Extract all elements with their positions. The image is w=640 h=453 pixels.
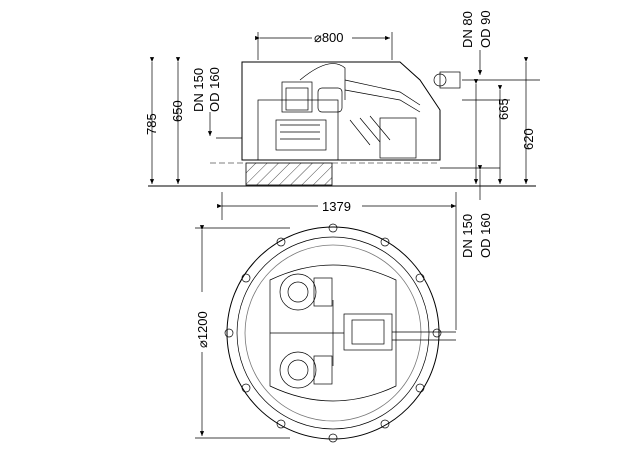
bolt [224, 328, 234, 338]
inlet-top-pipe [439, 71, 461, 89]
pump-chamber-left [257, 99, 339, 161]
pressure-pipe [344, 79, 421, 106]
valve-block [343, 313, 393, 351]
pump-top-inner [287, 281, 309, 303]
pump-ribs [280, 124, 320, 140]
base-hatch [245, 162, 333, 186]
right-outlet: DN 150 OD 160 [460, 165, 493, 258]
bolt [380, 419, 390, 429]
right-dn-label: DN 150 [460, 214, 475, 258]
inlet-top-flange [433, 73, 447, 87]
inlet-top-dn-label: DN 80 [460, 11, 475, 48]
bolt [276, 237, 286, 247]
bolt [328, 433, 338, 443]
valve-body [317, 87, 343, 113]
bolt [415, 273, 425, 283]
pump-bottom [279, 351, 317, 389]
side-view: ⌀800 DN 80 OD 90 785 650 DN 150 OD 160 6… [144, 10, 540, 187]
valve-block-inner [351, 319, 385, 345]
plan-view: ⌀1200 [195, 223, 456, 443]
dim-1379-label: 1379 [322, 199, 351, 214]
dim-650-label: 650 [170, 100, 185, 122]
pump-bottom-inner [287, 359, 309, 381]
bolt [328, 223, 338, 233]
bolt [432, 328, 442, 338]
pump-blades [349, 115, 391, 146]
bolt [380, 237, 390, 247]
dim-785-label: 785 [144, 113, 159, 135]
tank-body [241, 61, 441, 161]
bolt [415, 383, 425, 393]
flange-bolts [224, 223, 442, 443]
bolt [241, 383, 251, 393]
bolt [276, 419, 286, 429]
right-od-label: OD 160 [478, 213, 493, 258]
pump-bottom-motor [313, 355, 333, 385]
dim-800-label: ⌀800 [314, 30, 344, 45]
bolt [241, 273, 251, 283]
left-od-label: OD 160 [207, 67, 222, 112]
pump-motor-inner [285, 87, 309, 111]
width-dimension: 1379 [217, 192, 457, 330]
dim-620-label: 620 [521, 128, 536, 150]
left-dn-label: DN 150 [191, 68, 206, 112]
dim-665-label: 665 [496, 98, 511, 120]
inner-ring [236, 236, 430, 430]
pressure-pipe-2 [344, 89, 421, 113]
pump-lower [275, 119, 327, 151]
bolt-circle [244, 244, 422, 422]
riser-pipe [299, 63, 346, 100]
inlet-top-od-label: OD 90 [478, 10, 493, 48]
pump-top [279, 273, 317, 311]
dim-1200-label: ⌀1200 [195, 311, 210, 348]
pump-top-motor [313, 277, 333, 307]
pump-chamber-right [379, 117, 417, 159]
outer-ring [226, 226, 440, 440]
pump-motor-left [281, 81, 313, 113]
inner-chamber [269, 264, 397, 402]
